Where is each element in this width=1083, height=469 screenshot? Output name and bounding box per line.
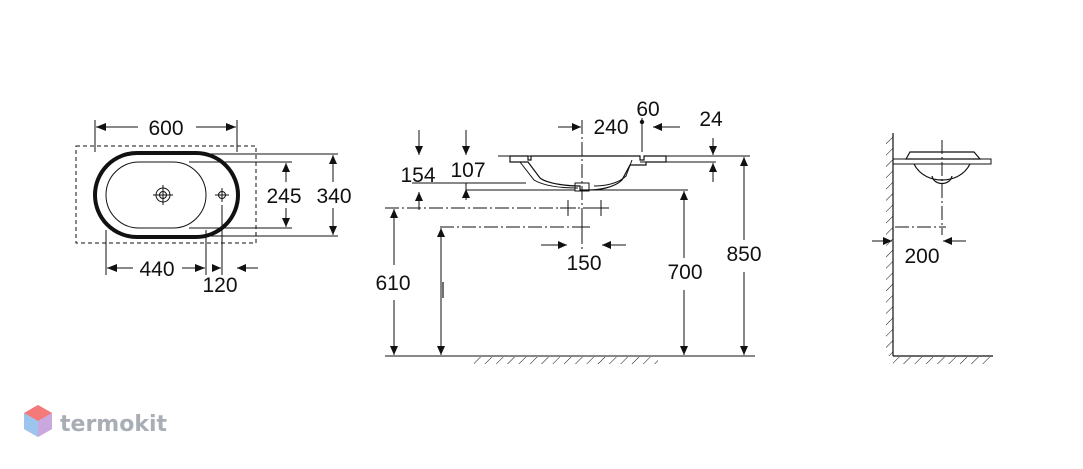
top-view: 600 245 340 440 120 xyxy=(75,117,352,297)
countertop-cutout-outline xyxy=(75,145,257,244)
floor-hatch xyxy=(474,357,658,364)
dim-rim-24: 24 xyxy=(699,108,723,131)
dim-outlet-height-700: 700 xyxy=(667,261,702,284)
dim-bowl-height-154: 154 xyxy=(400,164,435,187)
dim-bowl-length-440: 440 xyxy=(139,258,174,281)
wall-hatch xyxy=(886,133,893,356)
side-basin-rim xyxy=(904,151,982,160)
dim-depth-340: 340 xyxy=(316,185,351,208)
dim-bowl-depth-245: 245 xyxy=(266,185,301,208)
basin-outer-rim xyxy=(93,151,240,239)
tap-hole-icon xyxy=(215,188,229,202)
side-view: 200 xyxy=(872,133,993,364)
dim-trap-spacing-150: 150 xyxy=(566,252,601,275)
side-floor-hatch xyxy=(893,357,993,364)
drain-icon xyxy=(153,185,173,205)
front-view: 240 60 24 154 107 xyxy=(375,98,762,364)
logo-wordmark: termokit xyxy=(60,412,167,437)
dim-waste-height-610: 610 xyxy=(375,272,410,295)
dim-wall-offset-200: 200 xyxy=(904,245,939,268)
dim-bowl-inner-107: 107 xyxy=(450,159,485,182)
dim-bowl-width-240: 240 xyxy=(593,116,628,139)
dim-rim-height-850: 850 xyxy=(726,243,761,266)
termokit-logo: termokit xyxy=(24,405,167,437)
basin-bowl xyxy=(105,161,207,229)
dim-width-600: 600 xyxy=(148,117,183,140)
dim-tap-hole-60: 60 xyxy=(636,98,659,121)
dim-tap-offset-120: 120 xyxy=(202,274,237,297)
basin-section xyxy=(509,155,667,191)
